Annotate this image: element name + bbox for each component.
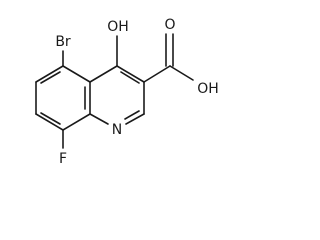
double-bond-inner	[40, 112, 61, 125]
bond	[116, 65, 145, 83]
atom-br-label: Br	[55, 34, 71, 50]
bond	[89, 65, 118, 83]
atom-o-label: O	[164, 17, 175, 33]
structure-drawing: Br OH O OH F N	[35, 17, 219, 167]
bond-c-oh	[169, 65, 194, 81]
bond	[35, 65, 64, 83]
atom-f-label: F	[59, 151, 67, 167]
double-bond-inner	[120, 71, 140, 84]
bond-to-cooh	[143, 65, 171, 83]
atom-oh-acid-label: OH	[197, 81, 219, 97]
double-bond-inner	[124, 110, 140, 120]
bond	[62, 65, 91, 83]
double-bond-inner	[40, 71, 61, 84]
bond	[35, 113, 64, 131]
atom-oh-label: OH	[107, 19, 129, 35]
bond	[89, 113, 109, 125]
molecule-diagram: Br OH O OH F N	[35, 17, 219, 167]
atom-n-label: N	[112, 122, 122, 138]
bond	[62, 113, 91, 131]
bond	[125, 113, 145, 125]
